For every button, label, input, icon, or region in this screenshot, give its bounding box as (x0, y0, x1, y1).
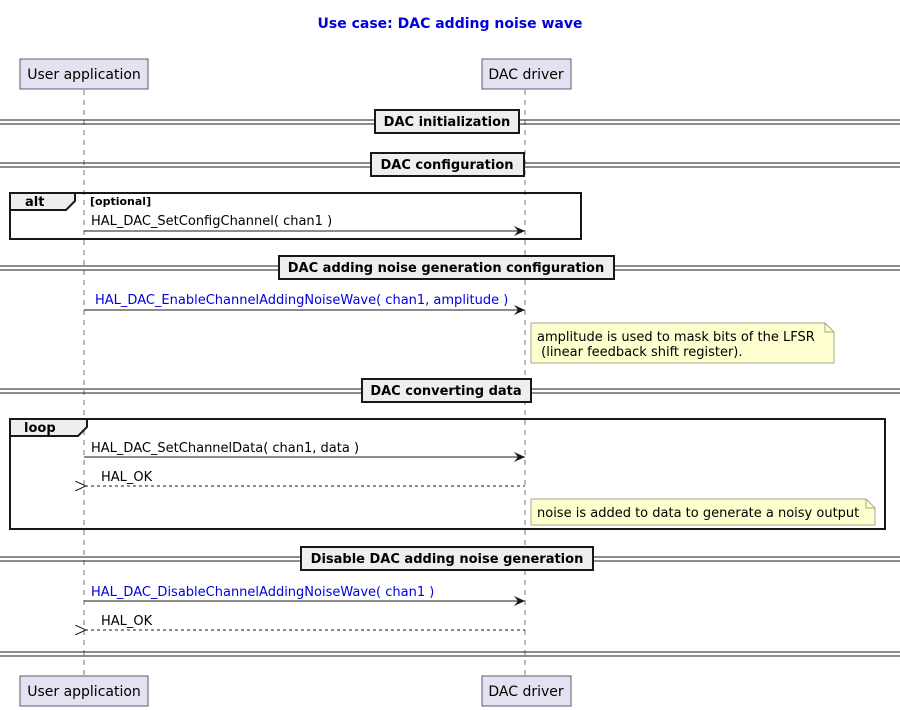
note-amplitude-line1: amplitude is used to mask bits of the LF… (537, 330, 815, 345)
participant-driver-label: DAC driver (488, 67, 564, 83)
message-disable-noise: HAL_DAC_DisableChannelAddingNoiseWave( c… (84, 585, 525, 606)
note-noise: noise is added to data to generate a noi… (530, 498, 876, 526)
note-noise-text: noise is added to data to generate a noi… (537, 506, 859, 521)
participant-driver-bottom[interactable]: DAC driver (481, 675, 572, 707)
loop-keyword: loop (24, 421, 56, 436)
separator-converting-label: DAC converting data (370, 384, 521, 399)
message-return-ok-1-label: HAL_OK (101, 470, 153, 485)
separator-config-label: DAC configuration (380, 158, 513, 173)
message-enable-noise: HAL_DAC_EnableChannelAddingNoiseWave( ch… (84, 293, 525, 315)
separator-init-label: DAC initialization (384, 115, 511, 130)
separator-noise-config-label: DAC adding noise generation configuratio… (288, 261, 604, 276)
message-return-ok-2-label: HAL_OK (101, 614, 153, 629)
separator-init: DAC initialization (0, 109, 900, 134)
participant-driver-label: DAC driver (488, 684, 564, 700)
loop-frame: loop (9, 418, 886, 530)
note-amplitude: amplitude is used to mask bits of the LF… (530, 322, 835, 364)
participant-driver-top[interactable]: DAC driver (481, 58, 572, 90)
participant-user-label: User application (27, 67, 141, 83)
diagram-title: Use case: DAC adding noise wave (318, 16, 583, 32)
message-set-data: HAL_DAC_SetChannelData( chan1, data ) (84, 441, 525, 462)
separator-disable-label: Disable DAC adding noise generation (311, 552, 584, 567)
alt-guard: [optional] (90, 195, 151, 208)
alt-frame: alt [optional] (9, 192, 582, 240)
separator-disable: Disable DAC adding noise generation (0, 546, 900, 571)
message-disable-noise-label: HAL_DAC_DisableChannelAddingNoiseWave( c… (91, 585, 434, 600)
separator-noise-config: DAC adding noise generation configuratio… (0, 255, 900, 280)
message-return-ok-2: HAL_OK (85, 614, 525, 630)
separator-config: DAC configuration (0, 152, 900, 177)
participant-user-bottom[interactable]: User application (19, 675, 149, 707)
participant-user-label: User application (27, 684, 141, 700)
note-amplitude-line2: (linear feedback shift register). (537, 345, 743, 360)
message-return-ok-1: HAL_OK (85, 470, 525, 486)
participant-user-top[interactable]: User application (19, 58, 149, 90)
message-set-config-label: HAL_DAC_SetConfigChannel( chan1 ) (91, 214, 332, 229)
message-set-config: HAL_DAC_SetConfigChannel( chan1 ) (84, 214, 525, 236)
alt-keyword: alt (25, 195, 44, 210)
message-enable-noise-label: HAL_DAC_EnableChannelAddingNoiseWave( ch… (95, 293, 508, 308)
separator-end (0, 651, 900, 657)
message-set-data-label: HAL_DAC_SetChannelData( chan1, data ) (91, 441, 359, 456)
separator-converting: DAC converting data (0, 378, 900, 403)
